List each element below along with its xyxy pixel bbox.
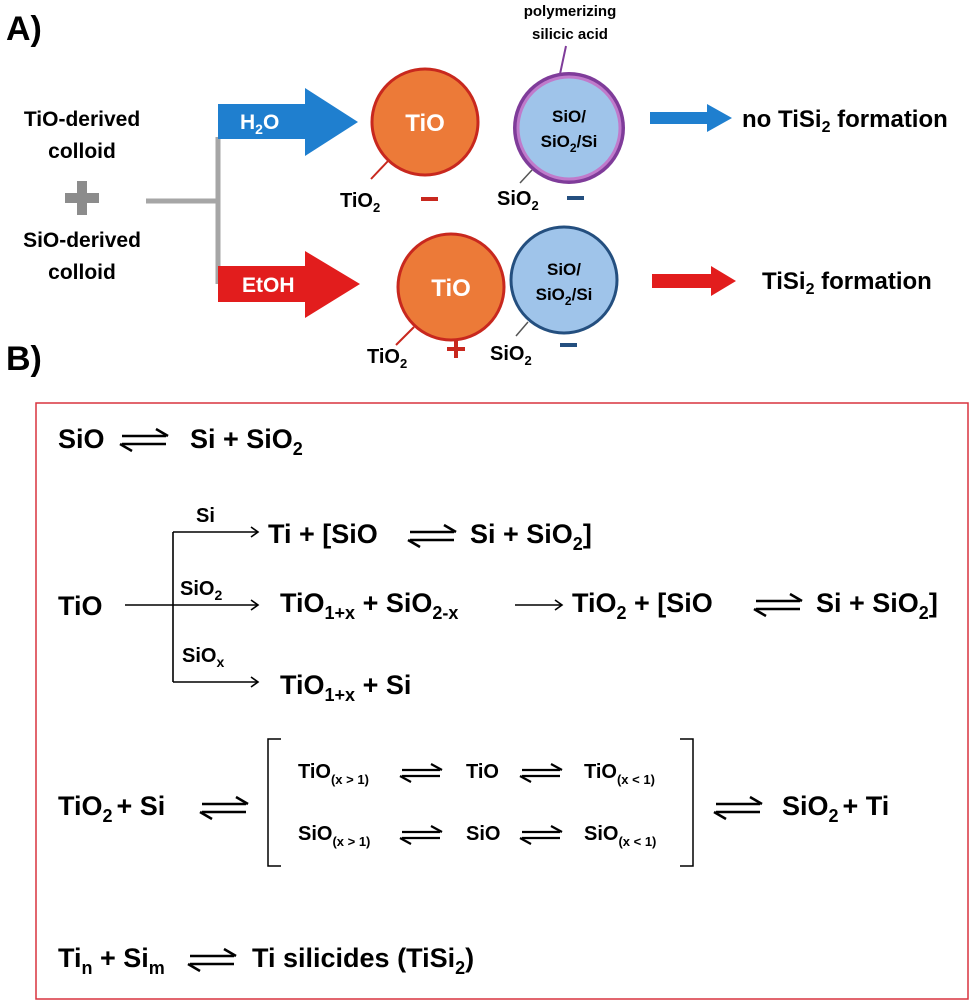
- negative-charge-sio-water: [567, 196, 584, 200]
- polymer-pointer: [559, 45, 567, 75]
- water-arrow: H2O: [218, 88, 358, 156]
- tio2-pointer-water: [370, 160, 389, 180]
- r3-row1-c: TiO(x < 1): [584, 761, 655, 787]
- tio2-shell-label-water: TiO2: [340, 190, 380, 215]
- branch-siox-reagent: SiOx: [182, 645, 224, 670]
- branch-sio2-intermediate: TiO1+x + SiO2-x: [280, 588, 458, 623]
- svg-text:EtOH: EtOH: [242, 274, 295, 297]
- sio2-shell-label-ethanol: SiO2: [490, 343, 532, 368]
- branch-sio2-product-2: Si + SiO2]: [816, 588, 938, 623]
- ethanol-arrow: EtOH: [218, 251, 360, 318]
- negative-charge-sio-ethanol: [560, 343, 577, 347]
- r3-row1-arrow-1: [398, 762, 444, 784]
- colloid-sio-label: SiO-derived: [23, 229, 141, 252]
- r3-row1-b: TiO: [466, 761, 499, 783]
- plus-sign-icon: [65, 181, 99, 215]
- svg-text:SiO2/Si: SiO2/Si: [541, 132, 598, 155]
- colloid-sio-label-2: colloid: [48, 261, 116, 284]
- colloid-tio-label-2: colloid: [48, 140, 116, 163]
- sio-particle-ethanol: SiO/ SiO2/Si: [509, 225, 619, 335]
- svg-text:SiO/: SiO/: [552, 107, 586, 126]
- result-arrow-ethanol: [652, 266, 736, 296]
- svg-text:TiO: TiO: [431, 275, 471, 302]
- panel-a-label: A): [6, 10, 42, 48]
- svg-text:SiO/: SiO/: [547, 260, 581, 279]
- r3-row2-a: SiO(x > 1): [298, 823, 370, 849]
- negative-charge-tio-water: [421, 197, 438, 201]
- r3-left: TiO2+ Si: [58, 791, 165, 826]
- branch-siox-product: TiO1+x + Si: [280, 670, 411, 705]
- polymer-note: polymerizing: [524, 3, 617, 20]
- branch-sio2-product: TiO2 + [SiO: [572, 588, 713, 623]
- polymer-note-2: silicic acid: [532, 26, 608, 43]
- r3-equilibrium-arrow-right: [712, 795, 764, 821]
- r4-equilibrium-arrow: [186, 947, 238, 973]
- reaction-box: [35, 402, 969, 1000]
- branch-lines: [125, 526, 260, 688]
- r3-row2-b: SiO: [466, 823, 500, 845]
- sio-particle-water: SiO/ SiO2/Si: [513, 72, 625, 184]
- sio2-pointer-ethanol: [515, 321, 529, 337]
- branch-si-reagent: Si: [196, 505, 215, 527]
- r4-right: Ti silicides (TiSi2): [252, 943, 474, 978]
- result-arrow-water: [650, 104, 732, 132]
- svg-text:H2O: H2O: [240, 111, 279, 137]
- positive-charge-tio-ethanol: [447, 340, 465, 358]
- r4-left: Tin + Sim: [58, 943, 165, 978]
- branch-si-equilibrium-arrow: [406, 523, 458, 549]
- splitter-lines: [146, 137, 221, 284]
- tio-particle-ethanol: TiO: [396, 232, 506, 342]
- branch-sio2-equilibrium-arrow: [752, 592, 804, 618]
- tio2-pointer-ethanol: [395, 326, 415, 346]
- result-water-label: no TiSi2 formation: [742, 106, 948, 136]
- sio2-pointer-water: [519, 169, 533, 184]
- r3-row2-c: SiO(x < 1): [584, 823, 656, 849]
- svg-text:SiO2/Si: SiO2/Si: [536, 285, 593, 308]
- sio2-shell-label-water: SiO2: [497, 188, 539, 213]
- panel-b-label: B): [6, 340, 42, 378]
- r1-right: Si + SiO2: [190, 424, 303, 459]
- branch-si-product: Ti + [SiO: [268, 519, 378, 549]
- svg-text:TiO: TiO: [405, 110, 445, 137]
- result-ethanol-label: TiSi2 formation: [762, 268, 932, 298]
- tio-particle-water: TiO: [370, 67, 480, 177]
- tio2-shell-label-ethanol: TiO2: [367, 346, 407, 371]
- sio2-branch-arrow: [515, 599, 564, 611]
- branch-sio2-reagent: SiO2: [180, 578, 222, 603]
- tio-reactant: TiO: [58, 591, 103, 621]
- r3-row1-a: TiO(x > 1): [298, 761, 369, 787]
- r3-row2-arrow-2: [518, 824, 564, 846]
- r3-row1-arrow-2: [518, 762, 564, 784]
- bracket: [267, 738, 694, 867]
- r1-left: SiO: [58, 424, 105, 454]
- colloid-tio-label: TiO-derived: [24, 108, 140, 131]
- r3-row2-arrow-1: [398, 824, 444, 846]
- branch-si-product-2: Si + SiO2]: [470, 519, 592, 554]
- r3-right: SiO2+ Ti: [782, 791, 889, 826]
- r1-equilibrium-arrow: [118, 427, 170, 453]
- r3-equilibrium-arrow-left: [198, 795, 250, 821]
